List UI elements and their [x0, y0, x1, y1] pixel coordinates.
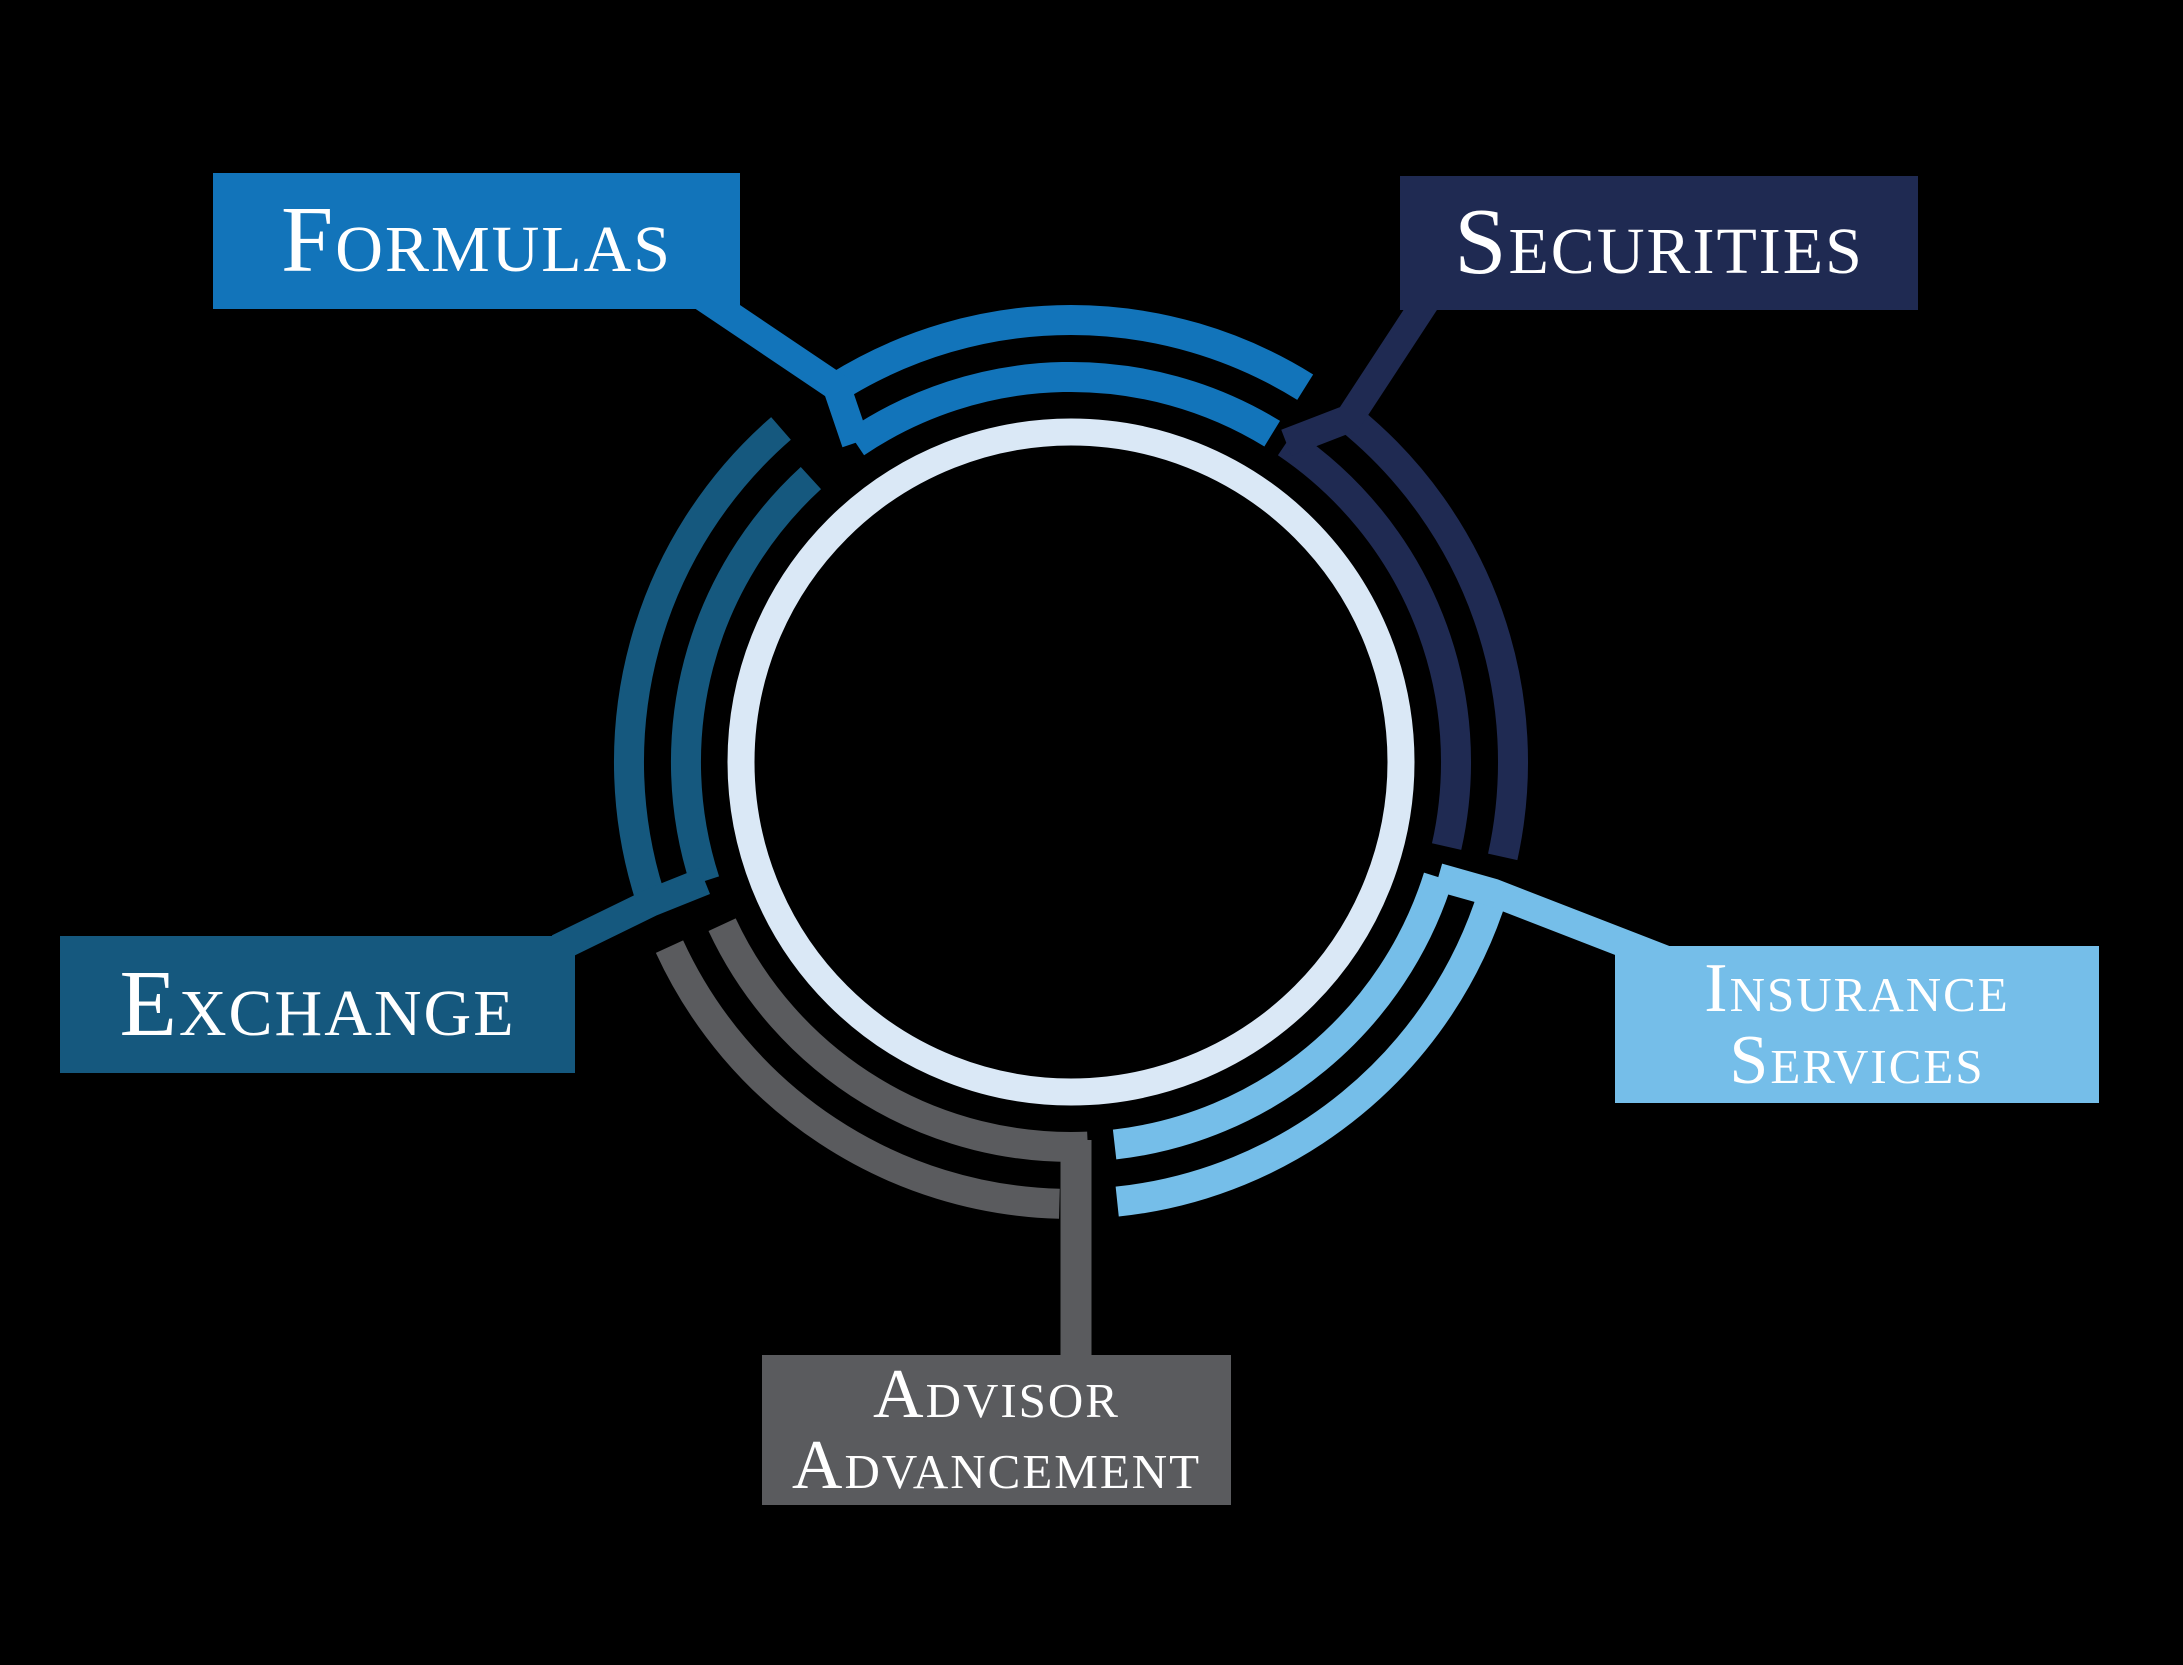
node-advisor-label-line1: Advisor: [873, 1355, 1120, 1433]
node-advisor-advancement: Advisor Advancement: [762, 1355, 1231, 1505]
node-exchange-label: Exchange: [119, 951, 516, 1056]
node-advisor-label-line2: Advancement: [791, 1427, 1202, 1504]
node-insurance-label-line1: Insurance: [1704, 950, 2010, 1028]
inner-ring-circle: [727, 418, 1415, 1106]
securities-segment: [1277, 284, 1528, 861]
exchange-connector: [551, 868, 710, 961]
node-formulas: Formulas: [213, 173, 740, 309]
insurance-outer-arc: [1115, 888, 1508, 1217]
formulas-connector: [692, 283, 869, 448]
node-formulas-label: Formulas: [281, 188, 672, 293]
formulas-segment: [692, 283, 1314, 456]
exchange-middle-arc: [671, 467, 822, 886]
securities-outer-arc: [1339, 406, 1528, 861]
securities-connector: [1281, 284, 1444, 456]
insurance-middle-arc: [1112, 872, 1453, 1160]
advisor-outer-arc: [655, 940, 1060, 1219]
exchange-outer-arc: [613, 417, 791, 907]
node-insurance-label-line2: Services: [1729, 1021, 1985, 1099]
formulas-outer-arc: [828, 305, 1314, 400]
insurance-connector: [1434, 863, 1678, 976]
exchange-segment: [551, 417, 822, 961]
securities-middle-arc: [1277, 430, 1471, 850]
node-securities-label: Securities: [1454, 190, 1864, 295]
advisor-middle-arc: [708, 918, 1089, 1162]
node-insurance-services: Insurance Services: [1615, 946, 2099, 1103]
node-securities: Securities: [1400, 176, 1918, 310]
node-exchange: Exchange: [60, 936, 575, 1073]
advisor-advancement-segment: [655, 918, 1092, 1362]
insurance-services-segment: [1112, 863, 1678, 1217]
formulas-middle-arc: [847, 361, 1281, 456]
